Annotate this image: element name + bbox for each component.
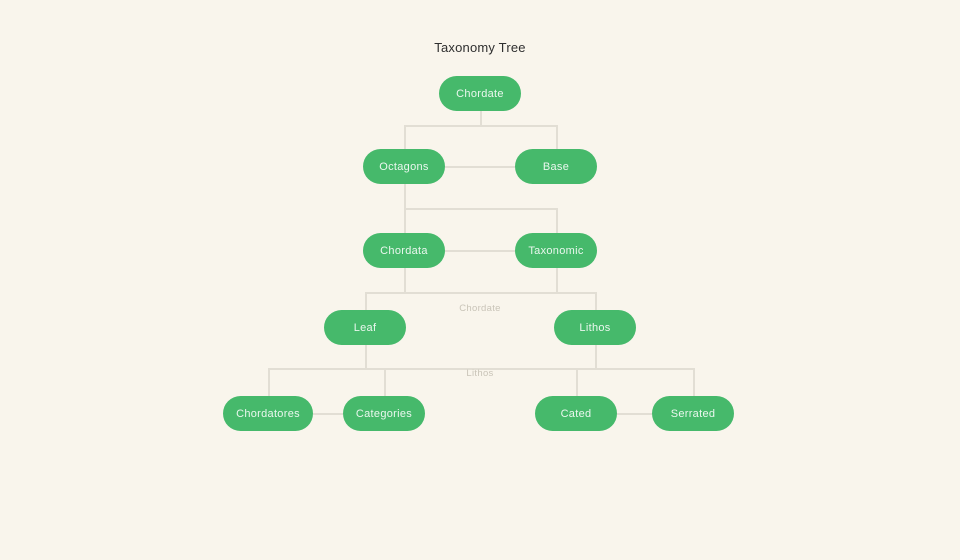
edge-label: Chordate bbox=[459, 303, 501, 314]
tree-node[interactable]: Base bbox=[515, 149, 597, 184]
tree-node[interactable]: Chordate bbox=[439, 76, 521, 111]
connector-line bbox=[404, 125, 406, 149]
tree-node[interactable]: Categories bbox=[343, 396, 425, 431]
connector-line bbox=[576, 368, 578, 396]
edge-label: Lithos bbox=[466, 368, 494, 379]
connector-line bbox=[404, 208, 406, 233]
connector-line bbox=[445, 166, 515, 168]
connector-line bbox=[404, 184, 406, 208]
connector-line bbox=[404, 268, 406, 292]
connector-line bbox=[595, 292, 597, 310]
connector-line bbox=[693, 368, 695, 396]
page-title: Taxonomy Tree bbox=[434, 40, 526, 55]
tree-node[interactable]: Cated bbox=[535, 396, 617, 431]
tree-node[interactable]: Leaf bbox=[324, 310, 406, 345]
connector-line bbox=[595, 345, 597, 368]
connector-line bbox=[556, 268, 558, 292]
connector-line bbox=[445, 250, 515, 252]
connector-line bbox=[365, 345, 367, 368]
tree-node[interactable]: Lithos bbox=[554, 310, 636, 345]
tree-node[interactable]: Serrated bbox=[652, 396, 734, 431]
connector-line bbox=[480, 111, 482, 125]
tree-node[interactable]: Octagons bbox=[363, 149, 445, 184]
connector-line bbox=[313, 413, 343, 415]
connector-line bbox=[384, 368, 386, 396]
tree-node[interactable]: Taxonomic bbox=[515, 233, 597, 268]
connector-line bbox=[404, 208, 556, 210]
connector-line bbox=[617, 413, 652, 415]
connector-line bbox=[556, 125, 558, 149]
connector-line bbox=[268, 368, 693, 370]
tree-node[interactable]: Chordata bbox=[363, 233, 445, 268]
connector-line bbox=[404, 125, 556, 127]
connector-line bbox=[365, 292, 595, 294]
connector-line bbox=[268, 368, 270, 396]
connector-line bbox=[556, 208, 558, 233]
connector-line bbox=[365, 292, 367, 310]
tree-node[interactable]: Chordatores bbox=[223, 396, 313, 431]
